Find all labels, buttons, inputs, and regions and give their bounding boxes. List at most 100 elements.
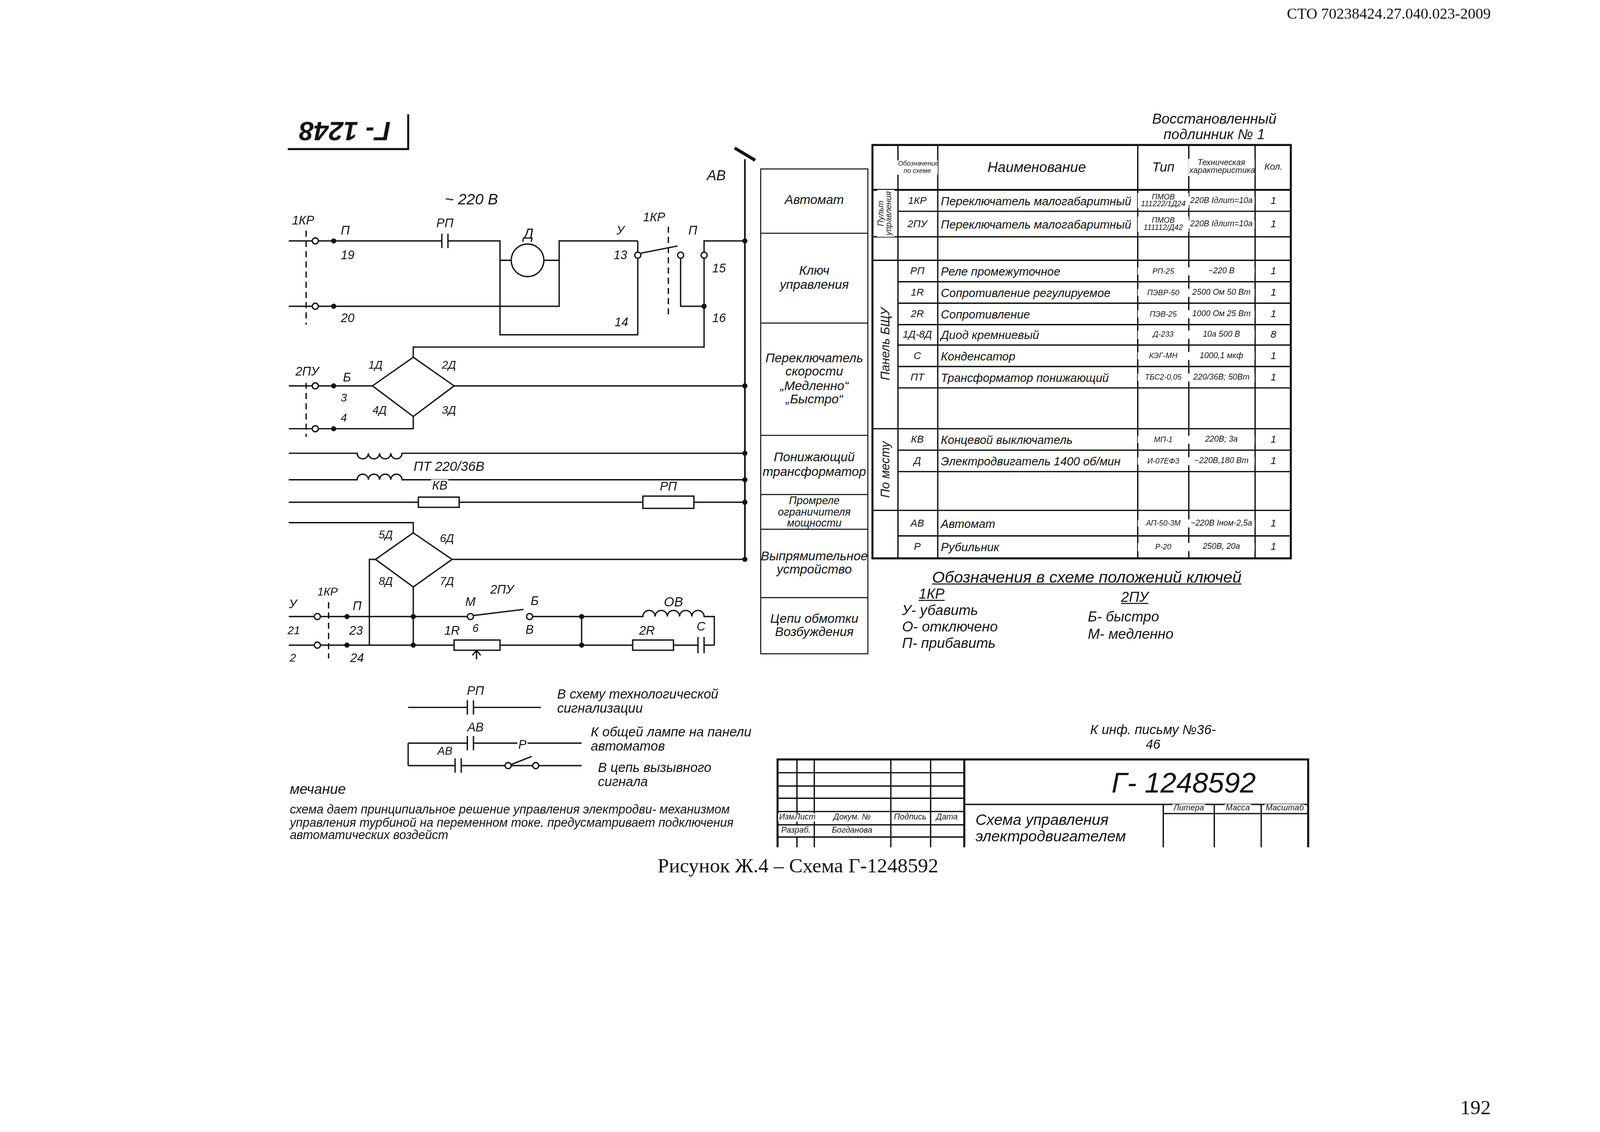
label-text: 220В Iдлит=10а — [1188, 196, 1255, 205]
label-text: П- прибавить — [900, 635, 997, 651]
label-text: 2ПУ — [489, 583, 515, 597]
label-text: ПМОВ 111112/Д42 — [1137, 215, 1190, 232]
speed-switch-wire — [288, 385, 745, 429]
label-text: 1Д-8Д — [901, 329, 933, 340]
resistor-symbol — [632, 639, 674, 650]
contact — [677, 252, 684, 259]
legend-box: Выпрямительное устройство — [760, 528, 869, 598]
label-text: 1000,1 мкф — [1188, 351, 1255, 360]
label-text: 1 — [1269, 455, 1278, 466]
label-text: 6Д — [438, 532, 456, 545]
stamp-frame — [287, 114, 409, 150]
label-text: Сопротивление регулируемое — [940, 285, 1112, 299]
box-text: Промреле ограничителя мощности — [763, 494, 866, 529]
label-text: 2R — [909, 308, 925, 319]
label-text: Дата — [935, 813, 959, 822]
label-text: 1Д — [367, 359, 385, 372]
label-text: Д — [912, 455, 922, 466]
label-text: Подпись — [893, 813, 928, 822]
label-text: Масштаб — [1264, 804, 1305, 813]
junction-dot — [331, 303, 337, 309]
label-text: В цепь вызывного сигнала — [597, 760, 753, 789]
label-text: К инф. письму №36-46 — [1085, 722, 1221, 751]
relay-coil — [642, 495, 694, 509]
label-text: Электродвигатель 1400 об/мин — [940, 454, 1123, 468]
label-text: 13 — [612, 248, 629, 262]
label-text: 15 — [711, 261, 727, 275]
label-text: У- убавить — [900, 602, 979, 618]
label-text: Р — [913, 541, 922, 552]
label-text: ~220 В — [1188, 266, 1255, 276]
label-text: ПЭВР-50 — [1137, 288, 1190, 297]
label-text: Наименование — [986, 159, 1088, 175]
label-text: С — [695, 620, 707, 634]
label-text: АВ — [466, 721, 485, 734]
label-text: РП — [658, 480, 678, 494]
label-text: 3 — [339, 392, 349, 405]
junction-dot — [331, 383, 337, 389]
label-text: П — [339, 224, 351, 238]
label-text: ПТ — [909, 371, 925, 383]
label-text: 2500 Ом 50 Вт — [1188, 288, 1255, 297]
label-text: 14 — [613, 316, 629, 329]
limit-switch-symbol — [418, 497, 459, 508]
label-text: 1 — [1269, 265, 1278, 276]
label-text: 1 — [1269, 218, 1278, 229]
contact — [526, 613, 533, 620]
label-text: С — [912, 350, 923, 361]
label-text: Схема управления электродвигателем — [974, 811, 1163, 844]
label-text: У — [287, 597, 298, 611]
figure-caption: Рисунок Ж.4 – Схема Г-1248592 — [656, 854, 940, 877]
junction-dot — [742, 477, 748, 483]
label-text: 4 — [339, 412, 349, 425]
label-text: Р — [517, 738, 528, 752]
contact — [701, 252, 707, 259]
label-text: Диод кремниевый — [940, 328, 1041, 341]
box-text: Ключ управления — [763, 264, 866, 292]
label-text: 1 — [1269, 541, 1278, 552]
contact — [467, 613, 474, 620]
label-text: 16 — [711, 311, 727, 325]
motor-circuit-wire — [288, 240, 745, 358]
title-block-grid — [777, 759, 1309, 847]
junction-dot — [579, 613, 585, 619]
label-text: В — [524, 623, 535, 636]
label-text: Разраб. — [779, 826, 812, 836]
label-text: 1КР — [917, 586, 946, 602]
label-text: ПМОВ 111222/1Д24 — [1137, 192, 1190, 209]
box-text: Понижающий трансформатор — [762, 451, 867, 479]
label-text: У — [615, 224, 626, 238]
label-text: В схему технологической сигнализации — [555, 686, 763, 715]
junction-dot — [344, 613, 350, 619]
junction-dot — [701, 303, 707, 309]
label-text: схема дает принципиальное решение управл… — [288, 803, 771, 842]
breaker-symbol — [734, 147, 756, 161]
label-text: 5Д — [377, 528, 395, 541]
label-text: РП — [466, 684, 486, 698]
label-text: 1 — [1269, 308, 1278, 319]
label-text: Кол. — [1263, 162, 1284, 172]
label-text: Лист — [793, 813, 817, 822]
label-text: АВ — [909, 517, 925, 529]
label-text: АВ — [436, 745, 454, 758]
label-text: 1КР — [907, 195, 928, 206]
label-text: Д — [522, 226, 536, 242]
relay-contact — [441, 233, 448, 248]
contact — [314, 613, 321, 620]
label-text: МП-1 — [1137, 435, 1190, 444]
junction-dot — [742, 556, 748, 562]
title-block-frame — [777, 759, 1309, 847]
label-text: 8Д — [377, 575, 395, 588]
contact — [312, 302, 319, 309]
label-text: 10а 500 В — [1188, 330, 1255, 339]
label-text: Р-20 — [1137, 542, 1190, 551]
label-text: 19 — [339, 248, 356, 262]
signal-wire — [408, 700, 582, 773]
label-text: Реле промежуточное — [940, 264, 1062, 277]
junction-dot — [742, 499, 748, 505]
label-text: 1 — [1269, 286, 1278, 298]
label-text: 220В; 3а — [1188, 435, 1255, 444]
label-text: Переключатель малогабаритный — [940, 218, 1133, 231]
label-text: 2 — [288, 652, 297, 665]
